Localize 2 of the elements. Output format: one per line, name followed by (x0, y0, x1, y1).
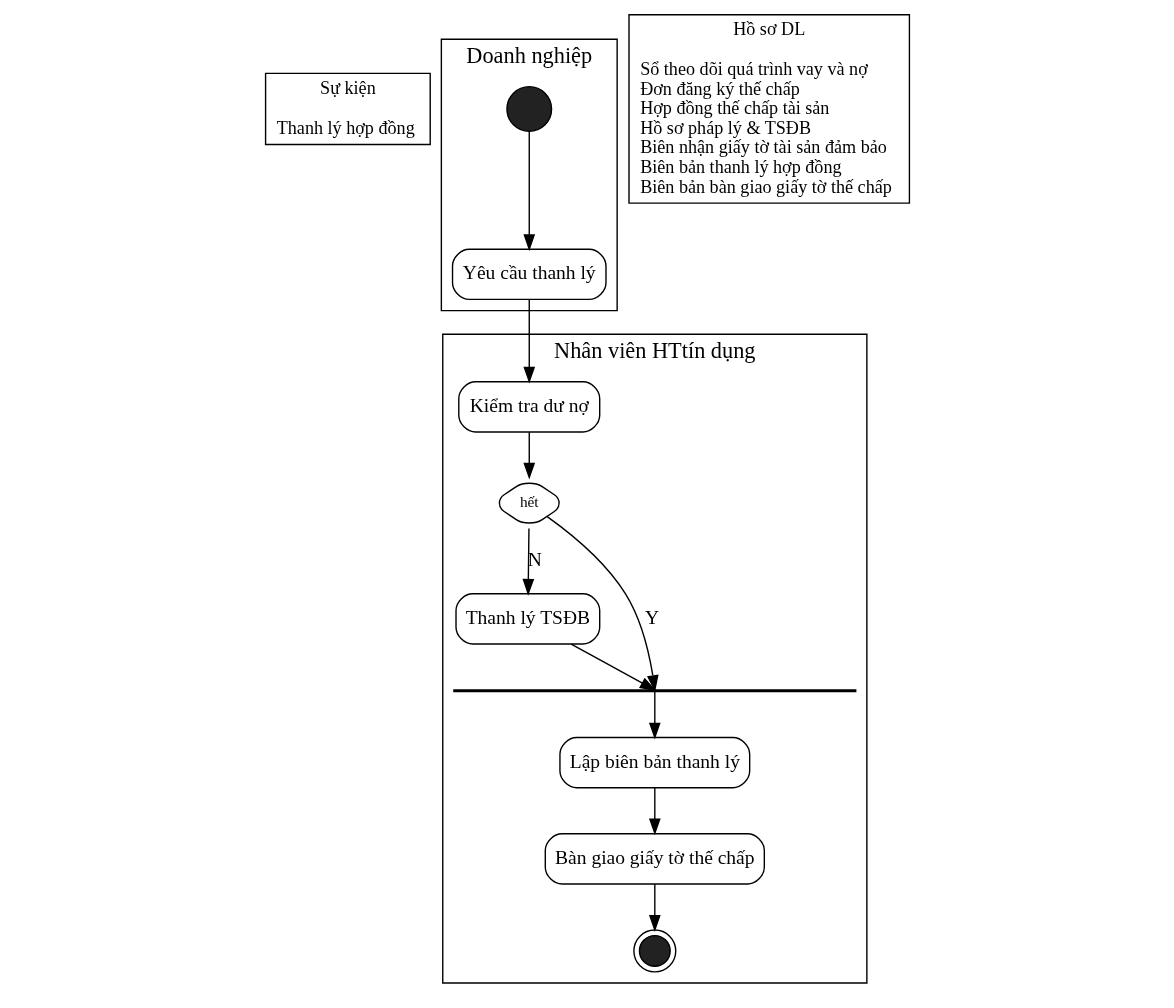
edge-label: Y (644, 606, 659, 628)
edge-label: N (527, 548, 542, 570)
